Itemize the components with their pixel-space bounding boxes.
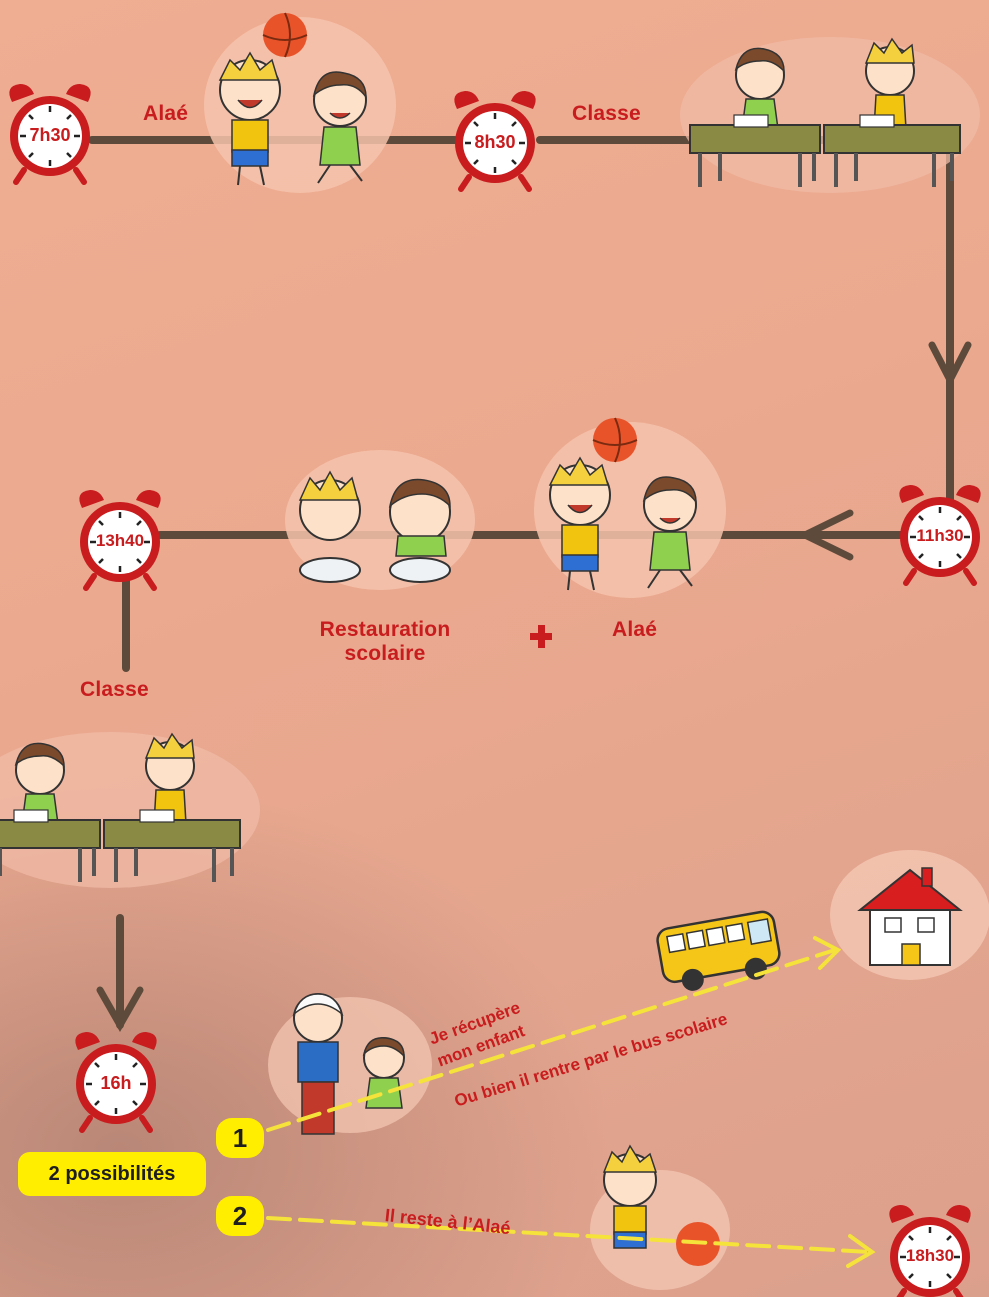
kids-playing-noon-illustration xyxy=(533,417,727,599)
children-lunch-illustration xyxy=(285,450,475,590)
option-paths xyxy=(266,948,872,1254)
kids-playing-morning-illustration xyxy=(203,12,397,194)
option-2-badge: 2 xyxy=(216,1196,264,1236)
time-11h30: 11h30 xyxy=(916,526,964,545)
direction-arrows xyxy=(96,341,972,1033)
plus-sign xyxy=(530,625,552,648)
label-alae-morning: Alaé xyxy=(143,102,189,125)
child-with-ball-illustration xyxy=(590,1144,730,1290)
time-18h30: 18h30 xyxy=(905,1246,955,1265)
parent-with-child-illustration xyxy=(268,993,432,1135)
classroom-morning-illustration xyxy=(678,35,982,195)
time-13h40: 13h40 xyxy=(95,531,145,550)
house-illustration xyxy=(830,850,989,980)
time-8h30: 8h30 xyxy=(474,132,516,152)
classroom-afternoon-illustration xyxy=(0,730,262,890)
label-classe-afternoon: Classe xyxy=(80,678,149,701)
options-heading: 2 possibilités xyxy=(18,1152,206,1196)
time-16h: 16h xyxy=(100,1073,132,1093)
timeline-path xyxy=(88,136,954,1029)
label-restauration: Restauration scolaire xyxy=(319,618,451,665)
option-1-badge: 1 xyxy=(216,1118,264,1158)
time-7h30: 7h30 xyxy=(29,125,71,145)
school-bus-illustration xyxy=(656,910,781,991)
label-alae-noon: Alaé xyxy=(612,618,658,641)
label-classe-morning: Classe xyxy=(572,102,641,125)
